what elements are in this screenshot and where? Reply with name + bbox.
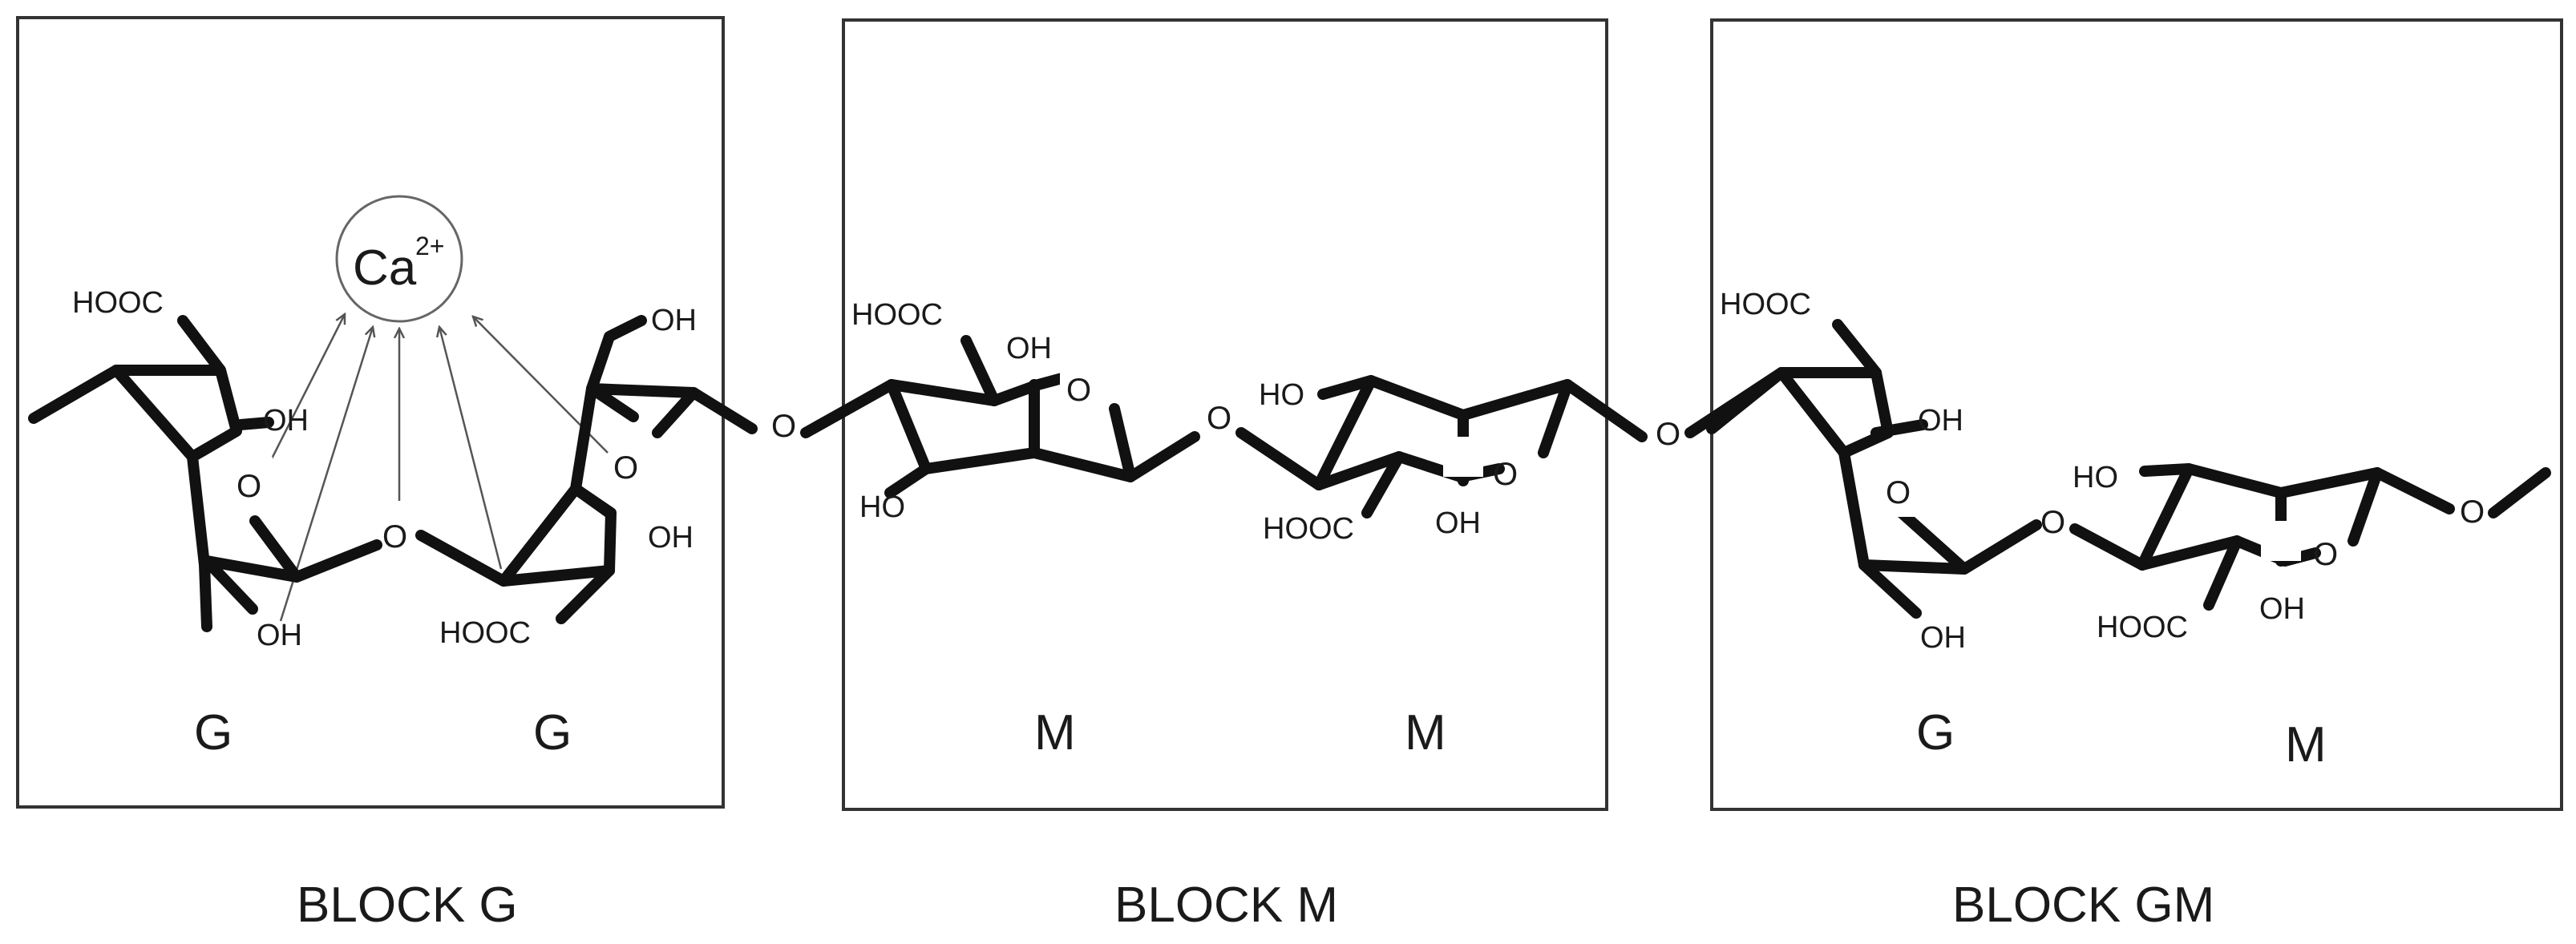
oh-label: OH xyxy=(257,619,302,652)
glycosidic-oxygen: O xyxy=(382,519,407,555)
oh-label: OH xyxy=(651,304,697,337)
oh-label: OH xyxy=(648,521,694,555)
calcium-symbol: Ca xyxy=(353,240,417,296)
oh-label: OH xyxy=(1920,621,1966,655)
calcium-charge: 2+ xyxy=(415,232,444,260)
ring-oxygen: O xyxy=(613,450,638,486)
block-caption: BLOCK G xyxy=(297,877,518,933)
ring-oxygen: O xyxy=(1066,373,1091,408)
glycosidic-oxygen: O xyxy=(2460,494,2485,530)
g-residue-1 xyxy=(28,315,382,632)
hooc-label: HOOC xyxy=(2097,611,2188,644)
m-residue-2 xyxy=(1313,375,1648,518)
ring-oxygen: O xyxy=(2313,537,2338,572)
glycosidic-oxygen: O xyxy=(1656,417,1680,452)
m-residue-1 xyxy=(884,335,1200,498)
residue-label: G xyxy=(533,705,572,760)
ring-oxygen: O xyxy=(1886,475,1911,510)
hooc-label: HOOC xyxy=(72,286,164,320)
ho-label: HO xyxy=(2073,461,2118,494)
oh-label: OH xyxy=(1006,332,1052,365)
glycosidic-oxygen: O xyxy=(771,409,796,444)
block-caption: BLOCK M xyxy=(1114,877,1338,933)
hooc-label: HOOC xyxy=(1263,512,1354,546)
residue-label: M xyxy=(1405,705,1446,760)
residue-label: M xyxy=(2285,717,2327,773)
block-gm-frame xyxy=(1710,18,2563,811)
hooc-label: HOOC xyxy=(851,298,943,332)
residue-label: M xyxy=(1034,705,1076,760)
ring-oxygen: O xyxy=(1493,457,1518,492)
hooc-label: HOOC xyxy=(439,616,531,650)
ho-label: HO xyxy=(859,490,905,524)
block-caption: BLOCK GM xyxy=(1952,877,2214,933)
residue-label: G xyxy=(194,705,233,760)
oh-label: OH xyxy=(2259,592,2305,626)
g-residue-2 xyxy=(415,315,758,624)
oh-label: OH xyxy=(1435,506,1481,540)
glycosidic-oxygen: O xyxy=(1207,401,1231,436)
m-residue-3 xyxy=(2137,463,2455,611)
glycosidic-oxygen: O xyxy=(2040,505,2065,540)
hooc-label: HOOC xyxy=(1720,288,1811,321)
ho-label: HO xyxy=(1259,378,1304,412)
oh-label: OH xyxy=(1918,404,1963,438)
ring-oxygen: O xyxy=(237,469,261,504)
g-residue-3 xyxy=(1706,319,2042,619)
calcium-ion: Ca 2+ xyxy=(335,195,463,323)
oh-label: OH xyxy=(263,404,309,438)
residue-label: G xyxy=(1916,705,1955,760)
